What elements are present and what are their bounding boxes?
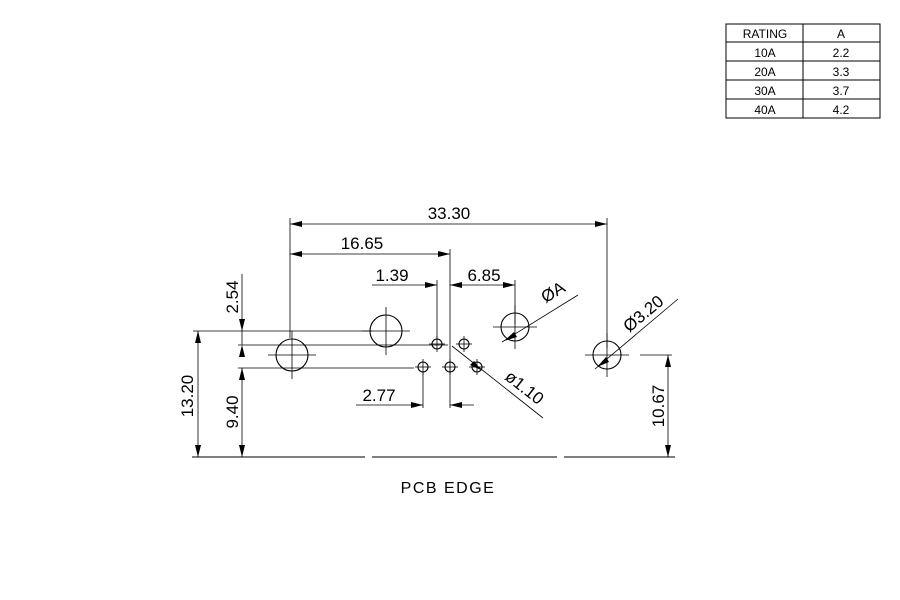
rating-header-rating: RATING bbox=[743, 27, 787, 41]
dim-row-height: 9.40 bbox=[223, 368, 245, 457]
rating-table: RATING A 10A 2.2 20A 3.3 30A 3.7 40A 4.2 bbox=[725, 23, 881, 119]
rating-cell: 10A bbox=[754, 46, 775, 60]
dim-label-16-65: 16.65 bbox=[341, 234, 384, 253]
mounting-holes bbox=[268, 305, 629, 379]
dim-pin-spacing: 6.85 bbox=[450, 266, 515, 288]
dim-label-hole-a: ØA bbox=[538, 277, 569, 306]
leader-hole-a: ØA bbox=[501, 277, 579, 343]
extension-lines bbox=[193, 218, 672, 408]
pin-holes bbox=[415, 336, 485, 375]
dim-pin-pitch: 2.77 bbox=[356, 386, 474, 408]
dim-pin-offset: 1.39 bbox=[372, 266, 462, 288]
rating-cell: 2.2 bbox=[833, 46, 850, 60]
dim-row-offset: 2.54 bbox=[223, 274, 245, 357]
dim-label-13-20: 13.20 bbox=[178, 375, 197, 418]
dim-label-2-77: 2.77 bbox=[362, 386, 395, 405]
dim-label-33-30: 33.30 bbox=[428, 204, 471, 223]
rating-cell: 40A bbox=[754, 103, 775, 117]
dim-label-6-85: 6.85 bbox=[467, 266, 500, 285]
dim-half-width: 16.65 bbox=[290, 234, 450, 257]
leader-hole-1-10: ø1.10 bbox=[451, 345, 547, 419]
dim-label-1-39: 1.39 bbox=[375, 266, 408, 285]
dim-label-hole-1-10: ø1.10 bbox=[501, 367, 547, 409]
dim-total-height: 13.20 bbox=[178, 331, 201, 457]
leader-hole-3-20: Ø3.20 bbox=[594, 292, 679, 370]
dim-label-9-40: 9.40 bbox=[223, 395, 242, 428]
dim-label-10-67: 10.67 bbox=[649, 385, 668, 428]
dim-overall-width: 33.30 bbox=[290, 204, 607, 227]
dim-right-hole-height: 10.67 bbox=[649, 355, 671, 457]
rating-cell: 4.2 bbox=[833, 103, 850, 117]
dim-label-2-54: 2.54 bbox=[223, 280, 242, 313]
rating-cell: 3.3 bbox=[833, 65, 850, 79]
rating-header-a: A bbox=[837, 27, 845, 41]
rating-cell: 20A bbox=[754, 65, 775, 79]
pcb-edge-label: PCB EDGE bbox=[401, 480, 496, 497]
rating-cell: 3.7 bbox=[833, 84, 850, 98]
rating-cell: 30A bbox=[754, 84, 775, 98]
